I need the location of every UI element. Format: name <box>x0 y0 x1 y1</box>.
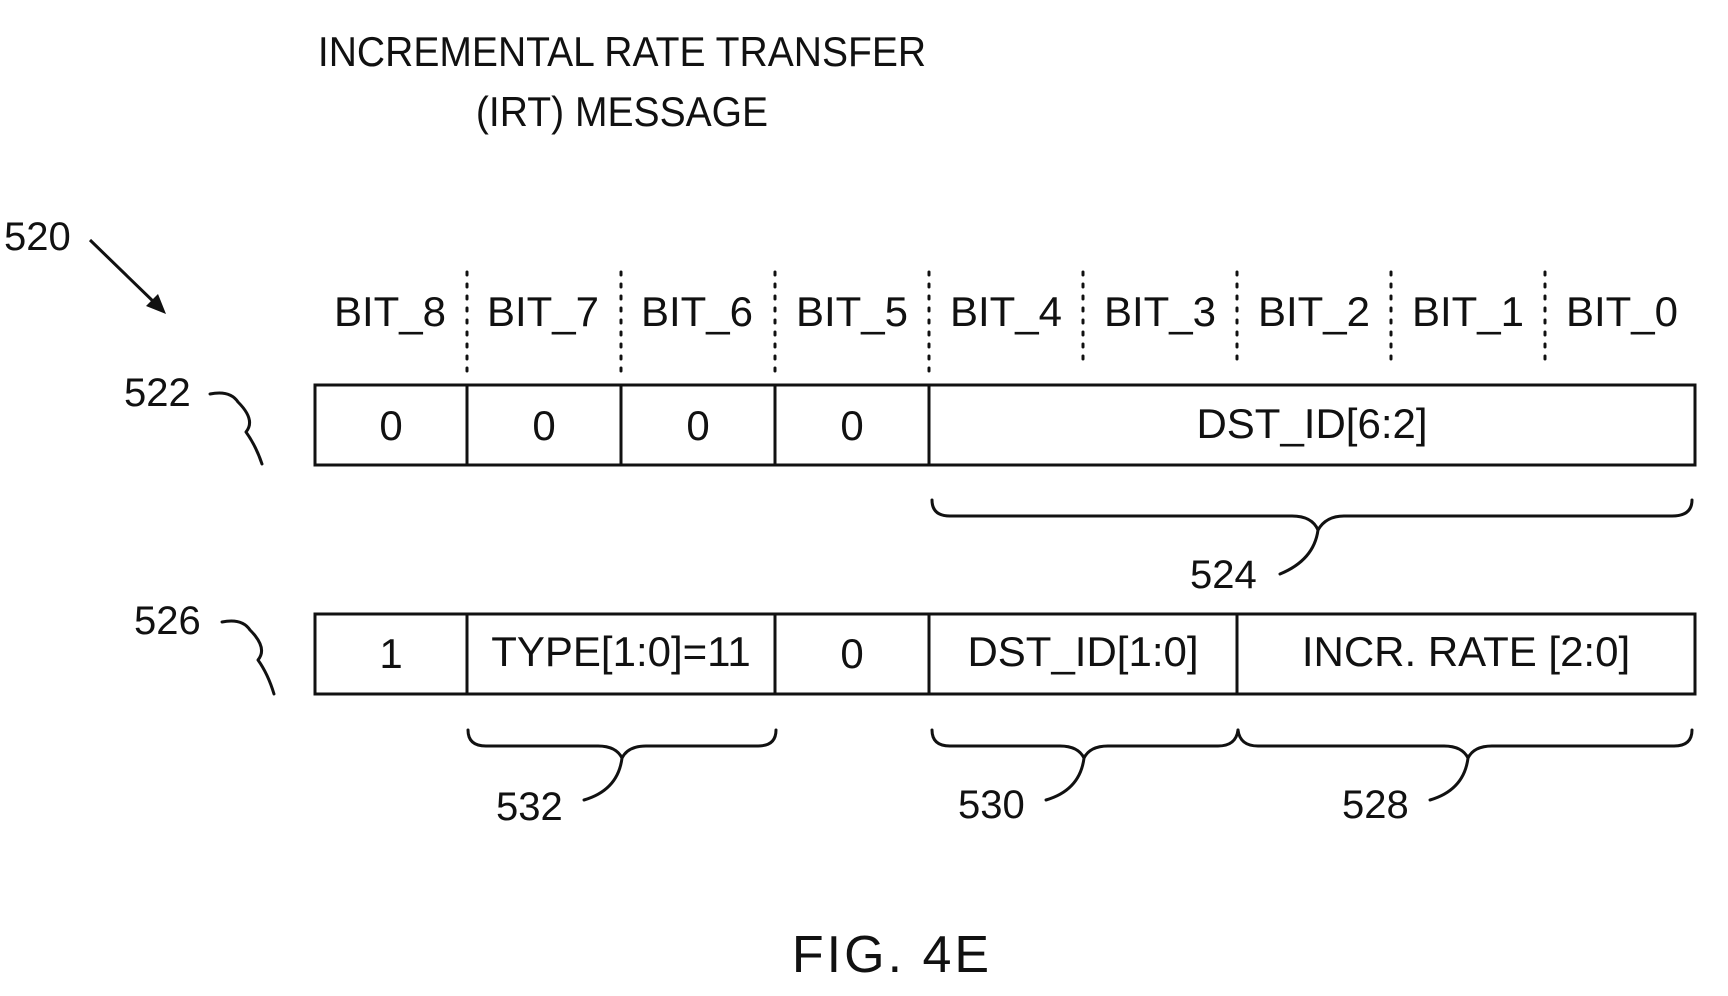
word-2-frame <box>313 612 1697 696</box>
bit-label-3: BIT_3 <box>1104 288 1216 335</box>
bit-label-2: BIT_2 <box>1258 288 1370 335</box>
ref-522: 522 <box>124 371 191 415</box>
brace-524-icon <box>930 498 1694 532</box>
type-field: TYPE[1:0]=11 <box>491 628 751 675</box>
figure-label: FIG. 4E <box>792 926 992 984</box>
brace-530-icon <box>930 728 1240 760</box>
bit-label-0: BIT_0 <box>1566 288 1678 335</box>
word-1-bit7-value: 0 <box>532 402 555 449</box>
word-1-frame <box>313 383 1697 467</box>
word-2-bit5-value: 0 <box>840 630 863 677</box>
bit-label-7: BIT_7 <box>487 288 599 335</box>
incr-rate-field: INCR. RATE [2:0] <box>1302 628 1630 675</box>
ref-532: 532 <box>496 785 563 829</box>
ref-520: 520 <box>4 215 71 259</box>
ref-528: 528 <box>1342 783 1409 827</box>
bit-header: BIT_8 BIT_7 BIT_6 BIT_5 BIT_4 BIT_3 BIT_… <box>334 270 1678 382</box>
ref-530: 530 <box>958 783 1025 827</box>
brace-528-icon <box>1236 728 1694 760</box>
word-1-bit5-value: 0 <box>840 402 863 449</box>
row-526-brace-icon <box>220 619 276 696</box>
word-2-bit8-value: 1 <box>379 630 402 677</box>
word-1-bit8-value: 0 <box>379 402 402 449</box>
row-522-brace-icon <box>208 391 264 466</box>
bit-label-5: BIT_5 <box>796 288 908 335</box>
dst-id-high-field: DST_ID[6:2] <box>1196 400 1427 447</box>
ref-524: 524 <box>1190 553 1257 597</box>
arrow-520-icon <box>88 238 166 314</box>
ref-526: 526 <box>134 599 201 643</box>
dst-id-low-field: DST_ID[1:0] <box>967 628 1198 675</box>
bit-label-1: BIT_1 <box>1412 288 1524 335</box>
bit-label-8: BIT_8 <box>334 288 446 335</box>
brace-532-icon <box>466 728 778 760</box>
bit-label-6: BIT_6 <box>641 288 753 335</box>
word-1: 0 0 0 0 DST_ID[6:2] <box>313 383 1697 467</box>
word-1-bit6-value: 0 <box>686 402 709 449</box>
bit-label-4: BIT_4 <box>950 288 1062 335</box>
title-line-2: (IRT) MESSAGE <box>476 88 768 136</box>
word-2: 1 TYPE[1:0]=11 0 DST_ID[1:0] INCR. RATE … <box>313 612 1697 696</box>
title-line-1: INCREMENTAL RATE TRANSFER <box>318 28 926 76</box>
